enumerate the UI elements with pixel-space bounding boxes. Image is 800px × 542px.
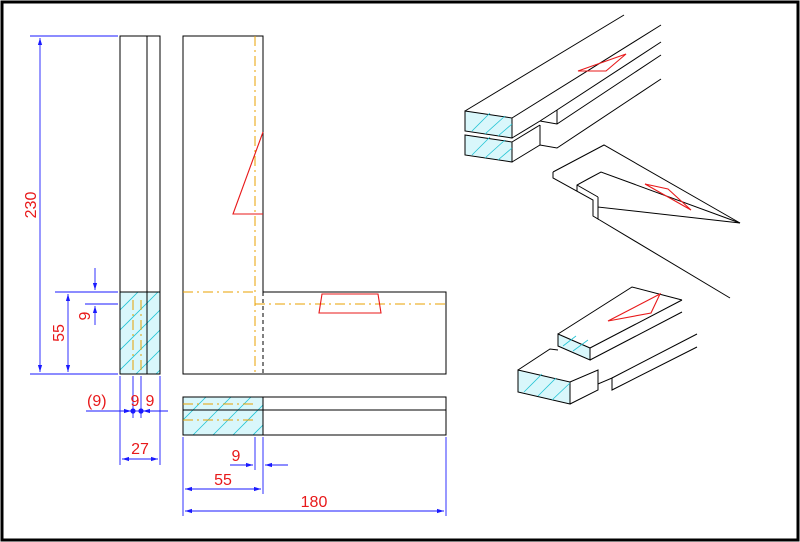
dim-180: 180: [301, 494, 328, 511]
iso1-grain-marker: [577, 53, 627, 72]
front-view: [182, 35, 447, 375]
length-dimensions: 9 55 180: [182, 437, 447, 516]
grain-marker-horizontal: [318, 293, 382, 314]
dim-9-bottom: 9: [232, 448, 241, 465]
dim-9-b: 9: [146, 393, 155, 410]
dim-230: 230: [23, 192, 40, 219]
isometric-piece-3: [517, 286, 698, 405]
iso3-grain-marker: [607, 292, 662, 322]
dim-9-a: 9: [131, 393, 140, 410]
dim-55-vertical: 55: [51, 324, 68, 342]
side-view: [119, 35, 161, 375]
bottom-view: [182, 396, 447, 436]
iso3-lower-end: [517, 369, 571, 405]
side-section: [119, 291, 161, 375]
grain-marker-vertical: [232, 131, 264, 215]
isometric-piece-1: [464, 14, 662, 163]
iso2-grain-marker: [644, 183, 692, 211]
dim-27: 27: [131, 441, 149, 458]
dim-paren-9: (9): [87, 393, 107, 410]
dim-9-vertical: 9: [77, 311, 94, 320]
vertical-dimensions: 230 55 9: [23, 35, 118, 375]
dim-55-bottom: 55: [214, 472, 232, 489]
thickness-dimensions: (9) 9 9 27: [86, 376, 168, 465]
isometric-piece-2: [552, 144, 741, 299]
